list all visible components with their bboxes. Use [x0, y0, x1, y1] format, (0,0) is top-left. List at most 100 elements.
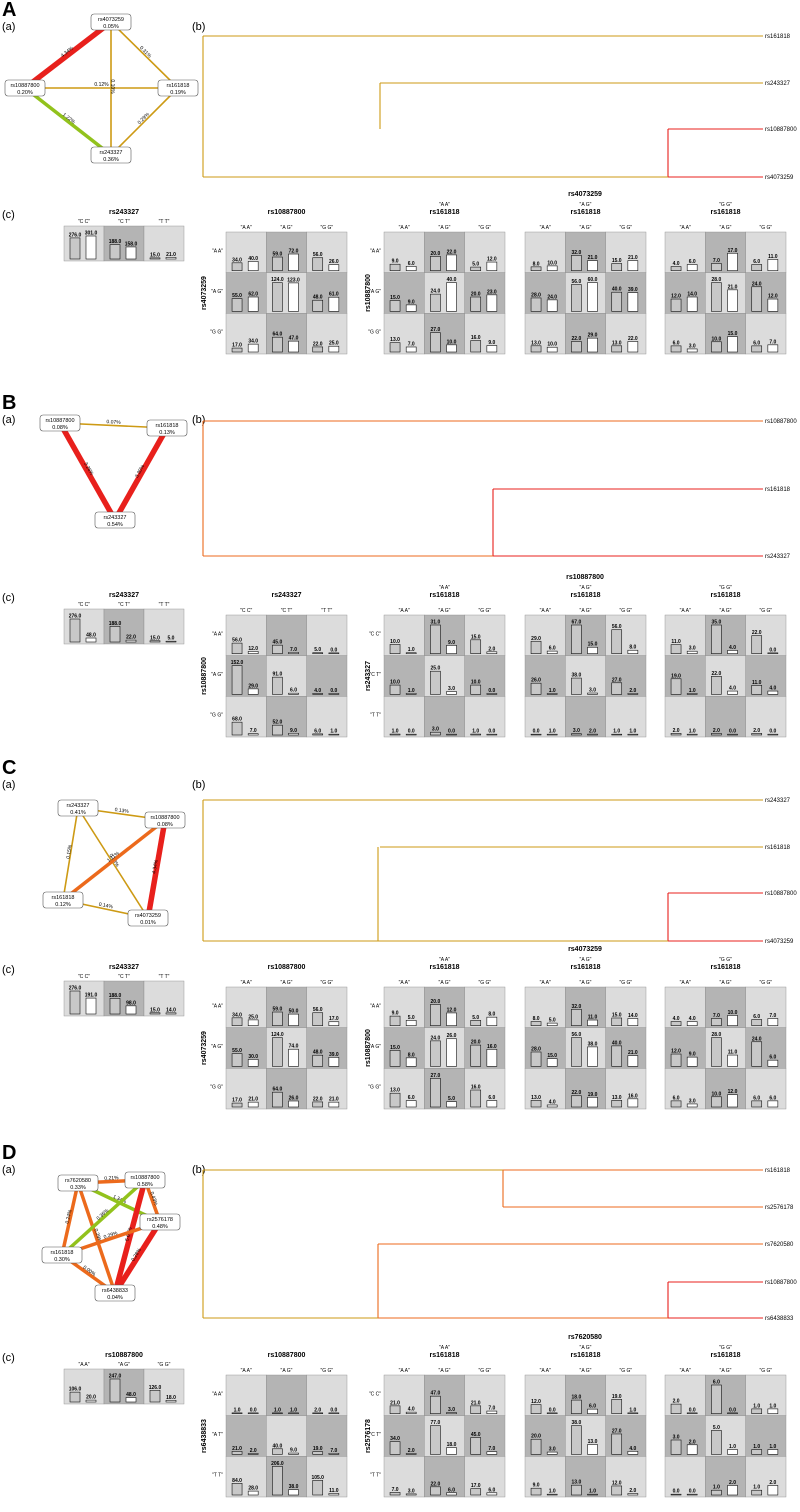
expected-bar: [486, 345, 498, 353]
observed-bar: [69, 237, 81, 260]
table-title: rs161818: [711, 209, 741, 216]
observed-value: 55.0: [232, 293, 242, 299]
network-node: [90, 146, 132, 164]
expected-value: 14.0: [687, 292, 697, 298]
observed-value: 28.0: [712, 1032, 722, 1038]
expected-value: 0.0: [330, 688, 337, 694]
expected-value: 72.0: [289, 249, 299, 255]
column-label: "A A": [241, 980, 252, 986]
observed-bar: [711, 1037, 722, 1067]
expected-value: 0.0: [769, 647, 776, 653]
expected-value: 6.0: [290, 688, 297, 694]
expected-value: 8.0: [488, 1012, 495, 1018]
observed-bar: [272, 676, 283, 695]
expected-value: 22.0: [126, 635, 136, 641]
table-cell: [225, 313, 267, 355]
row-variable-label: rs4073259: [201, 1031, 208, 1065]
observed-bar: [711, 1018, 722, 1026]
expected-value: 20.0: [86, 1395, 96, 1401]
expected-value: 26.0: [289, 1095, 299, 1101]
observed-value: 6.0: [753, 1095, 760, 1101]
expected-bar: [587, 733, 598, 736]
table-title: rs161818: [430, 592, 460, 599]
observed-bar: [149, 1389, 161, 1403]
column-label: "A A": [399, 980, 410, 986]
node-name: rs243327: [100, 150, 123, 156]
expected-bar: [247, 1490, 259, 1496]
observed-bar: [711, 263, 722, 271]
expected-bar: [328, 1453, 340, 1455]
node-name: rs6438833: [102, 1288, 128, 1294]
observed-bar: [231, 642, 243, 654]
observed-bar: [272, 1412, 283, 1414]
dendrogram-leaf: rs10887800: [765, 127, 797, 133]
table-cell: [225, 1068, 267, 1110]
expected-value: 3.0: [448, 1407, 455, 1413]
observed-bar: [272, 724, 283, 736]
observed-value: 27.0: [612, 1428, 622, 1434]
row-label: "A A": [370, 1003, 381, 1009]
observed-bar: [389, 1050, 401, 1067]
network-node: [57, 799, 99, 817]
observed-value: 9.0: [392, 1011, 399, 1017]
observed-bar: [389, 1405, 401, 1414]
observed-value: 27.0: [612, 677, 622, 683]
expected-bar: [405, 304, 417, 312]
column-label: "A G": [281, 1368, 293, 1374]
expected-bar: [85, 997, 97, 1015]
observed-value: 34.0: [232, 1012, 242, 1018]
expected-bar: [686, 733, 698, 736]
observed-value: 40.0: [273, 1443, 283, 1449]
observed-value: 13.0: [612, 1095, 622, 1101]
observed-bar: [751, 1019, 763, 1026]
expected-value: 4.0: [689, 1016, 696, 1022]
expected-bar: [288, 1489, 299, 1496]
observed-bar: [571, 1425, 582, 1455]
column-label: "A A": [241, 1368, 252, 1374]
expected-bar: [446, 1101, 457, 1108]
observed-value: 1.0: [753, 1403, 760, 1409]
expected-bar: [686, 693, 698, 695]
observed-bar: [751, 1041, 763, 1067]
dendrogram: rs161818rs2576178rs7620580rs10887800rs64…: [202, 1168, 797, 1322]
level-label: "G G": [719, 585, 732, 591]
expected-value: 9.0: [689, 1052, 696, 1058]
observed-value: 124.0: [271, 277, 284, 283]
expected-value: 4.0: [629, 1446, 636, 1452]
expected-bar: [288, 1013, 299, 1026]
observed-value: 276.0: [69, 232, 82, 238]
table-cell: [383, 696, 425, 738]
dendrogram-leaf: rs243327: [765, 81, 791, 87]
column-label: "G G": [478, 980, 491, 986]
observed-value: 59.0: [273, 1007, 283, 1013]
expected-value: 7.0: [290, 647, 297, 653]
observed-value: 6.0: [713, 1380, 720, 1386]
subpanel-a-label: (a): [2, 1164, 15, 1176]
observed-bar: [670, 345, 682, 353]
observed-value: 84.0: [232, 1478, 242, 1484]
table-title: rs161818: [430, 209, 460, 216]
table-cell: [383, 1456, 425, 1498]
observed-value: 21.0: [390, 1400, 400, 1406]
observed-bar: [231, 1483, 243, 1496]
observed-bar: [670, 733, 682, 736]
dendrogram-leaf: rs161818: [765, 487, 791, 493]
observed-value: 40.0: [612, 287, 622, 293]
network-node: [57, 1174, 99, 1192]
observed-value: 5.0: [713, 1425, 720, 1431]
expected-bar: [587, 646, 598, 654]
expected-value: 10.0: [547, 260, 557, 266]
observed-value: 4.0: [314, 688, 321, 694]
expected-bar: [405, 733, 417, 736]
observed-bar: [470, 684, 482, 695]
expected-bar: [587, 1493, 598, 1496]
expected-value: 1.0: [629, 729, 636, 735]
row-label: "A A": [212, 1391, 223, 1397]
column-label: "A G": [439, 608, 451, 614]
expected-value: 38.0: [289, 1484, 299, 1490]
edge-label: 4.34%: [151, 859, 159, 875]
observed-value: 19.0: [612, 1394, 622, 1400]
table-title: rs161818: [711, 592, 741, 599]
node-percent: 0.33%: [70, 1185, 86, 1191]
